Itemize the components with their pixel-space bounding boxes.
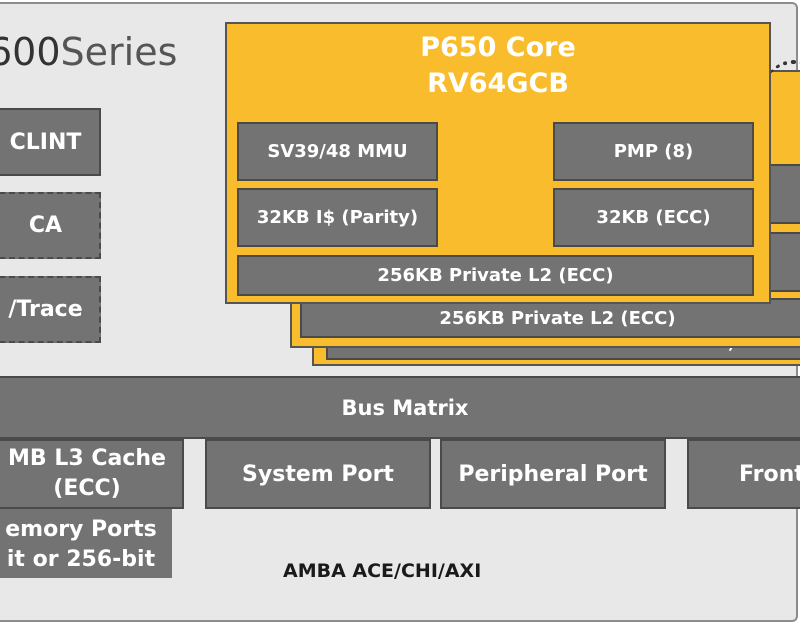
trace-label: /Trace bbox=[8, 297, 83, 322]
mmu-block: SV39/48 MMU bbox=[237, 122, 438, 181]
icache-block: 32KB I$ (Parity) bbox=[237, 188, 438, 247]
pmp-label: PMP (8) bbox=[613, 141, 694, 162]
pmp-block: PMP (8) bbox=[553, 122, 754, 181]
core-title-line1: P650 Core bbox=[420, 32, 576, 63]
clint-label: CLINT bbox=[9, 129, 82, 155]
dcache-block: 32KB (ECC) bbox=[553, 188, 754, 247]
clint-block: CLINT bbox=[0, 108, 101, 176]
stack-layer-2-l2-label: 256KB Private L2 (ECC) bbox=[439, 307, 676, 329]
core-title-line2: RV64GCB bbox=[427, 68, 569, 99]
system-port-label: System Port bbox=[242, 461, 394, 487]
amba-label: AMBA ACE/CHI/AXI bbox=[283, 560, 482, 582]
memory-ports-line2: it or 256-bit bbox=[6, 546, 156, 572]
stack-layer-2-l2: 256KB Private L2 (ECC) bbox=[300, 298, 800, 338]
private-l2-block: 256KB Private L2 (ECC) bbox=[237, 255, 754, 296]
series-word: Series bbox=[60, 30, 178, 74]
dcache-label: 32KB (ECC) bbox=[596, 207, 711, 228]
mmu-label: SV39/48 MMU bbox=[267, 141, 408, 162]
front-port-block: Front bbox=[687, 439, 800, 509]
memory-ports-block: emory Ports it or 256-bit bbox=[0, 505, 172, 578]
series-logo: 600Series bbox=[0, 30, 177, 74]
icache-label: 32KB I$ (Parity) bbox=[256, 207, 419, 228]
peripheral-port-block: Peripheral Port bbox=[440, 439, 666, 509]
system-port-block: System Port bbox=[205, 439, 431, 509]
stack-ellipsis-dots bbox=[764, 60, 800, 94]
front-port-label: Front bbox=[739, 461, 800, 487]
private-l2-label: 256KB Private L2 (ECC) bbox=[377, 265, 614, 286]
peripheral-port-label: Peripheral Port bbox=[458, 461, 648, 487]
l3-cache-line1: MB L3 Cache bbox=[8, 446, 166, 471]
trace-block: /Trace bbox=[0, 276, 101, 343]
ca-block: CA bbox=[0, 192, 101, 259]
bus-matrix: Bus Matrix bbox=[0, 376, 800, 439]
series-number: 600 bbox=[0, 30, 61, 74]
l3-cache-line2: (ECC) bbox=[53, 476, 121, 501]
ca-label: CA bbox=[28, 213, 63, 238]
l3-cache-block: MB L3 Cache (ECC) bbox=[0, 439, 184, 509]
memory-ports-line1: emory Ports bbox=[5, 516, 157, 542]
bus-matrix-label: Bus Matrix bbox=[341, 395, 469, 420]
